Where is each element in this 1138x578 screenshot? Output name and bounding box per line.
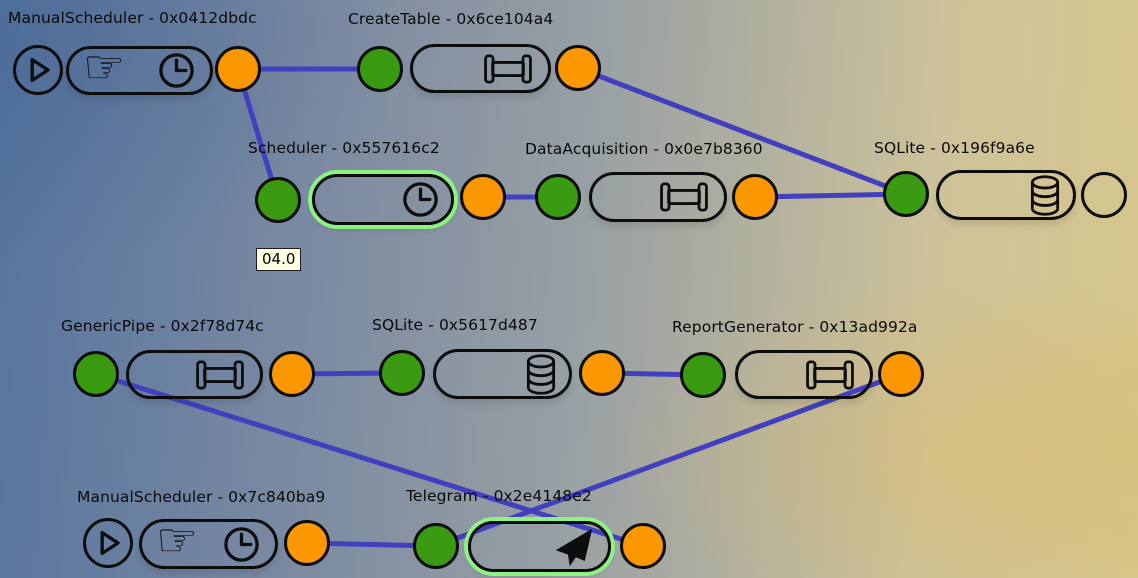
output-port[interactable]	[579, 350, 625, 396]
node-title: ManualScheduler - 0x7c840ba9	[77, 488, 326, 506]
output-port[interactable]	[284, 520, 330, 566]
clock-icon	[157, 51, 196, 90]
pipe-icon	[655, 179, 713, 215]
node-body[interactable]	[735, 350, 873, 399]
node-title: DataAcquisition - 0x0e7b8360	[525, 140, 763, 158]
node-body[interactable]: ☞	[139, 513, 278, 569]
input-port[interactable]	[379, 350, 425, 396]
output-port[interactable]	[269, 351, 315, 397]
node-title: ManualScheduler - 0x0412dbdc	[8, 9, 257, 27]
database-icon	[524, 352, 558, 397]
node-body[interactable]	[936, 170, 1076, 220]
node-title: Telegram - 0x2e4148e2	[406, 487, 592, 505]
input-port[interactable]	[73, 351, 119, 397]
edge-dataacquisition-sqlite1[interactable]	[752, 191, 909, 200]
output-port[interactable]	[732, 174, 778, 220]
input-port[interactable]	[883, 171, 929, 217]
node-title: Scheduler - 0x557616c2	[248, 139, 440, 157]
edge-telegram-genericpipe[interactable]	[93, 371, 646, 549]
output-port[interactable]	[215, 46, 261, 92]
input-port[interactable]	[413, 523, 459, 569]
node-body[interactable]	[312, 174, 454, 225]
play-button[interactable]	[13, 45, 63, 95]
node-title: SQLite - 0x196f9a6e	[874, 139, 1035, 157]
input-port[interactable]	[357, 46, 403, 92]
pointing-hand-icon: ☞	[156, 513, 199, 569]
output-port[interactable]	[460, 174, 506, 220]
empty-output-port[interactable]	[1081, 172, 1127, 218]
edge-createtable-sqlite1[interactable]	[575, 65, 909, 197]
input-port[interactable]	[255, 177, 301, 223]
value-tooltip: 04.0	[256, 248, 302, 271]
pipe-icon	[479, 51, 537, 87]
play-icon	[88, 523, 128, 563]
clock-icon	[401, 180, 440, 219]
node-body[interactable]	[433, 349, 572, 399]
edge-reportgenerator-telegram[interactable]	[433, 371, 904, 549]
node-title: SQLite - 0x5617d487	[372, 316, 538, 334]
play-icon	[18, 50, 58, 90]
node-title: GenericPipe - 0x2f78d74c	[61, 317, 264, 335]
input-port[interactable]	[680, 352, 726, 398]
output-port[interactable]	[620, 523, 666, 569]
pointing-hand-icon: ☞	[83, 39, 126, 95]
node-body[interactable]	[589, 172, 727, 222]
input-port[interactable]	[535, 174, 581, 220]
output-port[interactable]	[878, 351, 924, 397]
database-icon	[1028, 173, 1062, 218]
node-body[interactable]	[410, 44, 551, 93]
node-body[interactable]	[126, 350, 263, 399]
node-body[interactable]	[468, 521, 611, 572]
play-button[interactable]	[83, 518, 133, 568]
paper-plane-icon	[550, 524, 597, 569]
node-title: ReportGenerator - 0x13ad992a	[672, 318, 918, 336]
node-title: CreateTable - 0x6ce104a4	[348, 10, 554, 28]
output-port[interactable]	[555, 45, 601, 91]
node-body[interactable]: ☞	[66, 39, 213, 95]
pipe-icon	[801, 357, 859, 393]
pipe-icon	[191, 357, 249, 393]
clock-icon	[222, 525, 261, 564]
